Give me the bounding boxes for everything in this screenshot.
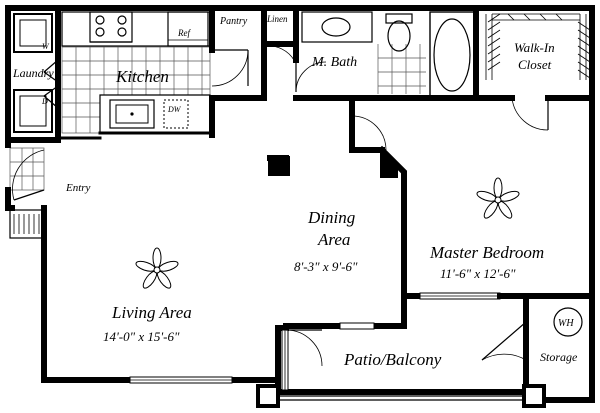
- bedroom-door: [351, 115, 387, 151]
- walk-in-closet-label-line1: Walk-In: [514, 40, 555, 55]
- patio-balcony-label: Patio/Balcony: [343, 350, 442, 369]
- entry-closet: [9, 209, 45, 239]
- master-bath-door: [295, 61, 327, 93]
- master-bedroom-dims: 11'-6" x 12'-6": [440, 266, 516, 281]
- storage-door: [481, 321, 527, 361]
- dishwasher-label: DW: [167, 105, 182, 114]
- entry-door: [12, 149, 45, 201]
- dining-area-dims: 8'-3" x 9'-6": [294, 259, 358, 274]
- dryer: [13, 89, 53, 133]
- washer: [13, 13, 53, 53]
- walk-in-closet-label-line2: Closet: [518, 57, 552, 72]
- living-window: [129, 376, 233, 384]
- bath-vanity: [301, 11, 373, 43]
- storage-label: Storage: [540, 350, 578, 364]
- bathtub: [429, 11, 475, 97]
- master-bath-label: M. Bath: [311, 55, 357, 70]
- pantry-linen-walls: [209, 5, 299, 138]
- columns: [268, 150, 398, 178]
- water-heater-label: WH: [558, 318, 574, 329]
- linen-door: [264, 43, 296, 61]
- linen-label: Linen: [266, 14, 288, 24]
- washer-label: W: [42, 42, 50, 51]
- patio-railing: [256, 384, 546, 408]
- entry-label: Entry: [65, 182, 91, 194]
- living-area-dims: 14'-0" x 15'-6": [103, 329, 180, 344]
- kitchen-label: Kitchen: [115, 67, 169, 86]
- pantry-door: [211, 49, 249, 87]
- bedroom-patio-slider: [401, 292, 595, 300]
- toilet: [385, 13, 413, 52]
- kitchen-lower-counter: [56, 94, 212, 140]
- dryer-label: D: [41, 97, 48, 106]
- refrigerator-label: Ref: [177, 28, 191, 38]
- walk-in-closet-shelves: [485, 13, 591, 80]
- dishwasher: [163, 99, 189, 129]
- laundry-walls: [5, 5, 61, 143]
- laundry-label: Laundry: [12, 66, 54, 80]
- stove: [89, 11, 133, 43]
- ceiling-fan-icon: [135, 247, 179, 289]
- refrigerator: [167, 11, 209, 47]
- walk-in-closet-door: [473, 95, 595, 131]
- pantry-label: Pantry: [219, 16, 248, 27]
- storage-closet: [523, 293, 583, 403]
- dining-area-label-line1: Dining: [307, 208, 355, 227]
- entry-tile-floor: [9, 147, 45, 191]
- living-patio-slider: [281, 322, 375, 391]
- dining-area-label-line2: Area: [317, 230, 350, 249]
- ceiling-fan-icon: [476, 177, 520, 219]
- living-area-label: Living Area: [111, 303, 192, 322]
- bath-tile-floor: [377, 44, 426, 94]
- master-bedroom-label: Master Bedroom: [429, 243, 544, 262]
- kitchen-sink: [109, 99, 155, 129]
- laundry-bifold-door: [43, 59, 59, 109]
